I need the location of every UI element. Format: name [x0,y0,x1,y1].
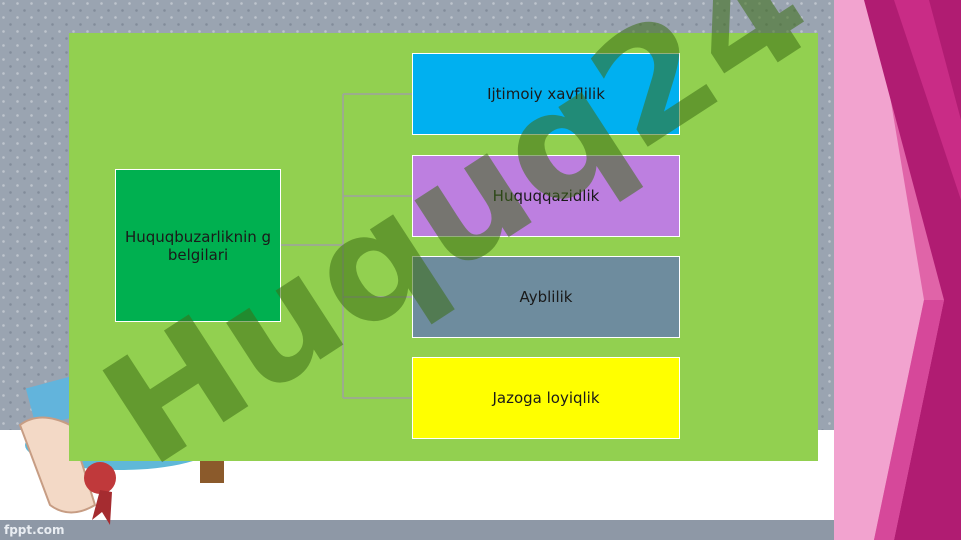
child-node-label: Ijtimoiy xavflilik [487,85,605,103]
brand-text: fppt.com [4,523,65,537]
footer-strip [0,520,834,540]
child-node-3: Ayblilik [412,256,680,338]
child-node-4: Jazoga loyiqlik [412,357,680,439]
child-node-label: Jazoga loyiqlik [492,389,600,407]
root-node: Huquqbuzarliknin g belgilari [115,169,281,322]
child-node-2: Huquqqazidlik [412,155,680,237]
child-node-1: Ijtimoiy xavflilik [412,53,680,135]
child-node-label: Ayblilik [519,288,573,306]
child-node-label: Huquqqazidlik [492,187,600,205]
root-node-label: Huquqbuzarliknin g belgilari [124,227,272,264]
ribbon-decoration [834,0,961,540]
